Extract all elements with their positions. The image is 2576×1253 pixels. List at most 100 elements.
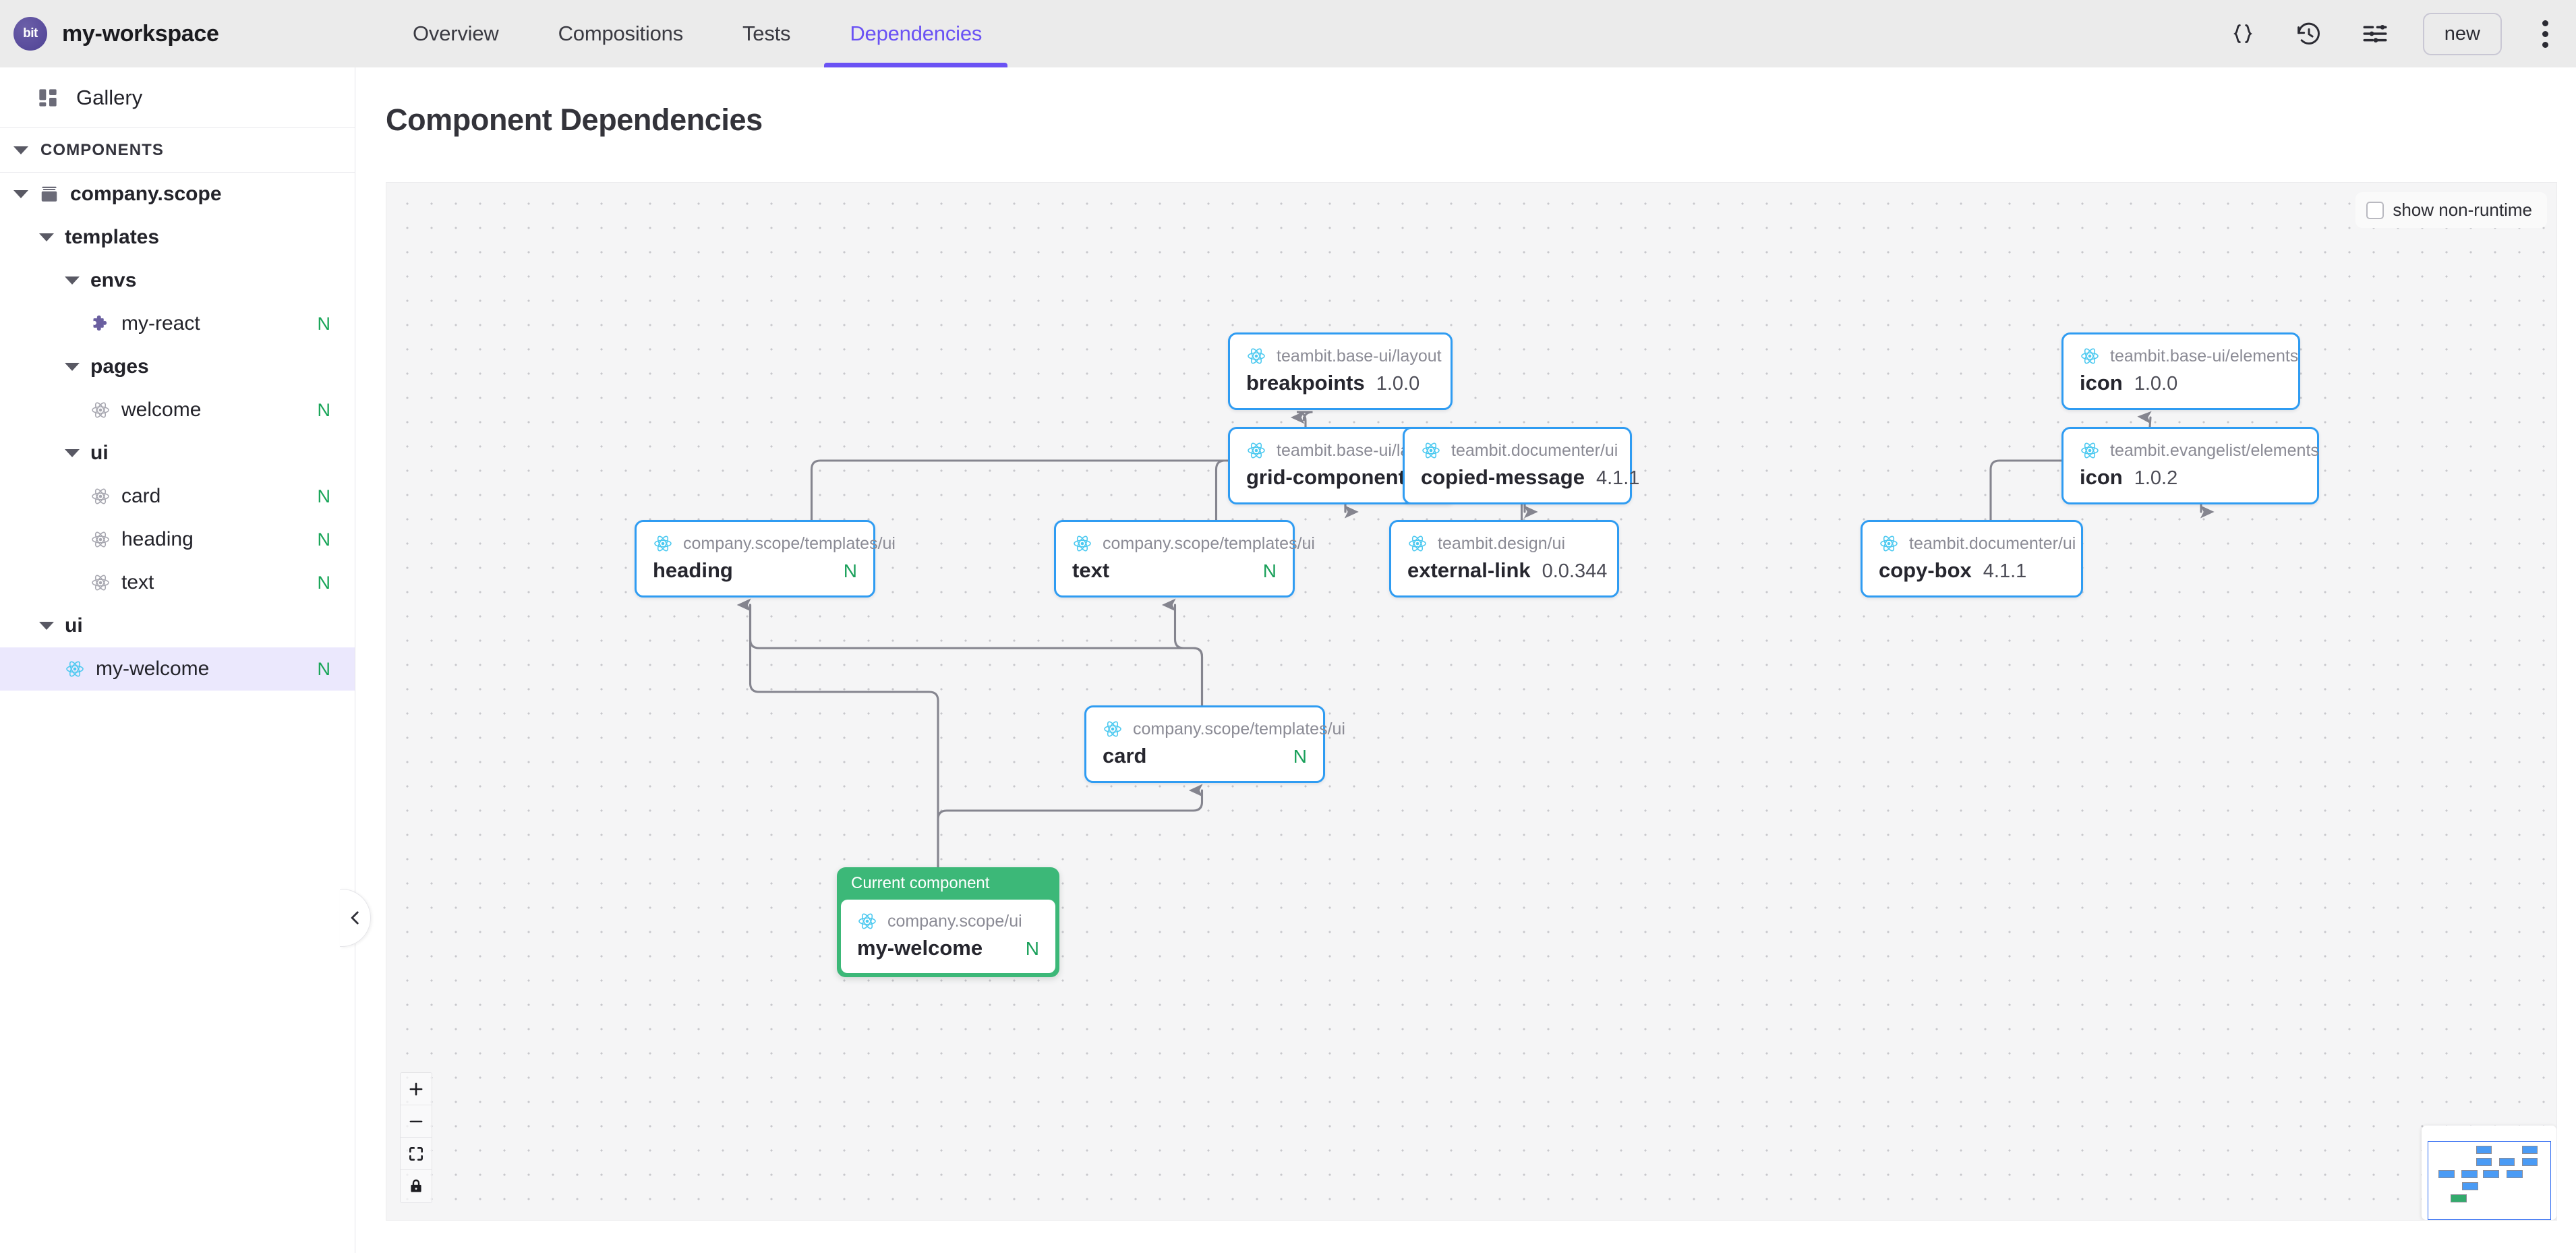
node-name: text	[1072, 558, 1110, 582]
sidebar-item-my-welcome[interactable]: my-welcome N	[0, 647, 355, 691]
status-badge: N	[843, 560, 857, 581]
node-name: card	[1103, 744, 1147, 767]
chevron-down-icon[interactable]	[65, 363, 80, 371]
graph-minimap[interactable]	[2422, 1126, 2556, 1220]
lock-icon	[411, 1179, 421, 1192]
sidebar-item-label: heading	[121, 528, 194, 550]
node-name: copied-message	[1421, 465, 1585, 489]
minimap-viewport[interactable]	[2428, 1141, 2551, 1220]
sidebar-item-ui[interactable]: ui	[0, 604, 355, 647]
kebab-dot	[2542, 20, 2548, 26]
node-scope: teambit.documenter/ui	[1909, 533, 2076, 553]
main-content: Component Dependencies show non-runtime …	[355, 67, 2576, 1253]
sidebar-item-pages[interactable]: pages	[0, 345, 355, 388]
fit-to-screen-button[interactable]	[401, 1138, 432, 1170]
new-button[interactable]: new	[2422, 12, 2502, 55]
lock-graph-button[interactable]	[401, 1170, 432, 1202]
top-bar: bit my-workspace Overview Compositions T…	[0, 0, 2576, 67]
status-badge: N	[317, 658, 331, 679]
node-name: icon	[2080, 465, 2123, 489]
show-non-runtime-checkbox[interactable]	[2366, 201, 2384, 219]
minimap-node	[2476, 1158, 2492, 1167]
node-name: my-welcome	[857, 936, 983, 960]
chevron-down-icon[interactable]	[13, 190, 28, 198]
react-icon-gray	[90, 486, 111, 506]
sidebar-section-components[interactable]: COMPONENTS	[0, 128, 355, 173]
sidebar-item-label: envs	[90, 269, 137, 291]
node-body: company.scope/ui my-welcome N	[841, 900, 1055, 973]
sidebar-item-label: my-welcome	[96, 658, 210, 680]
chevron-down-icon[interactable]	[39, 233, 54, 241]
gallery-grid-icon	[37, 87, 59, 109]
workspace-brand[interactable]: bit my-workspace	[0, 17, 351, 51]
node-name: heading	[653, 558, 733, 582]
tab-tests[interactable]: Tests	[713, 0, 820, 67]
react-icon	[857, 911, 877, 931]
zoom-out-button[interactable]	[401, 1105, 432, 1138]
minimap-node	[2522, 1146, 2538, 1154]
graph-edge	[1161, 598, 1204, 707]
code-braces-icon[interactable]	[2225, 16, 2261, 52]
chevron-down-icon[interactable]	[65, 449, 80, 457]
sidebar-item-company-scope[interactable]: company.scope	[0, 173, 355, 216]
chevron-down-icon	[13, 146, 28, 154]
sidebar-item-envs[interactable]: envs	[0, 259, 355, 302]
minimap-node	[2522, 1158, 2538, 1167]
node-name: icon	[2080, 371, 2123, 395]
graph-edge	[736, 598, 939, 869]
history-clock-icon[interactable]	[2291, 16, 2327, 52]
react-icon	[2080, 346, 2100, 366]
sidebar-item-label: ui	[90, 442, 109, 464]
sidebar-item-label: card	[121, 485, 161, 507]
chevron-down-icon[interactable]	[65, 276, 80, 285]
minimap-node-current	[2451, 1194, 2467, 1203]
node-scope: teambit.base-ui/elements	[2110, 346, 2299, 366]
zoom-in-button[interactable]	[401, 1073, 432, 1105]
node-name: breakpoints	[1246, 371, 1365, 395]
chevron-down-icon[interactable]	[39, 622, 54, 630]
react-icon-gray	[90, 573, 111, 593]
tab-label: Tests	[742, 22, 791, 45]
sidebar-item-gallery[interactable]: Gallery	[0, 67, 355, 128]
status-badge: N	[1025, 938, 1039, 959]
tab-overview[interactable]: Overview	[383, 0, 529, 67]
sidebar-item-label: company.scope	[70, 183, 222, 205]
react-icon	[1103, 719, 1123, 739]
node-scope: company.scope/ui	[887, 911, 1022, 931]
show-non-runtime-toggle[interactable]: show non-runtime	[2355, 192, 2547, 228]
graph-edge	[736, 598, 1204, 707]
tab-dependencies[interactable]: Dependencies	[820, 0, 1012, 67]
tab-compositions[interactable]: Compositions	[529, 0, 713, 67]
graph-edge	[937, 784, 1204, 869]
node-version: 4.1.1	[1983, 560, 2027, 582]
kebab-menu-icon[interactable]	[2531, 20, 2558, 48]
sidebar-item-templates[interactable]: templates	[0, 216, 355, 259]
tab-label: Overview	[413, 22, 499, 45]
node-version: 4.1.1	[1596, 467, 1640, 489]
sidebar-item-ui[interactable]: ui	[0, 432, 355, 475]
tab-label: Dependencies	[850, 22, 983, 45]
kebab-dot	[2542, 30, 2548, 37]
workspace-title: my-workspace	[62, 20, 219, 47]
react-icon-cyan	[65, 659, 85, 679]
node-name: grid-component	[1246, 465, 1405, 489]
minimap-node	[2438, 1169, 2455, 1178]
sliders-icon[interactable]	[2357, 16, 2393, 52]
